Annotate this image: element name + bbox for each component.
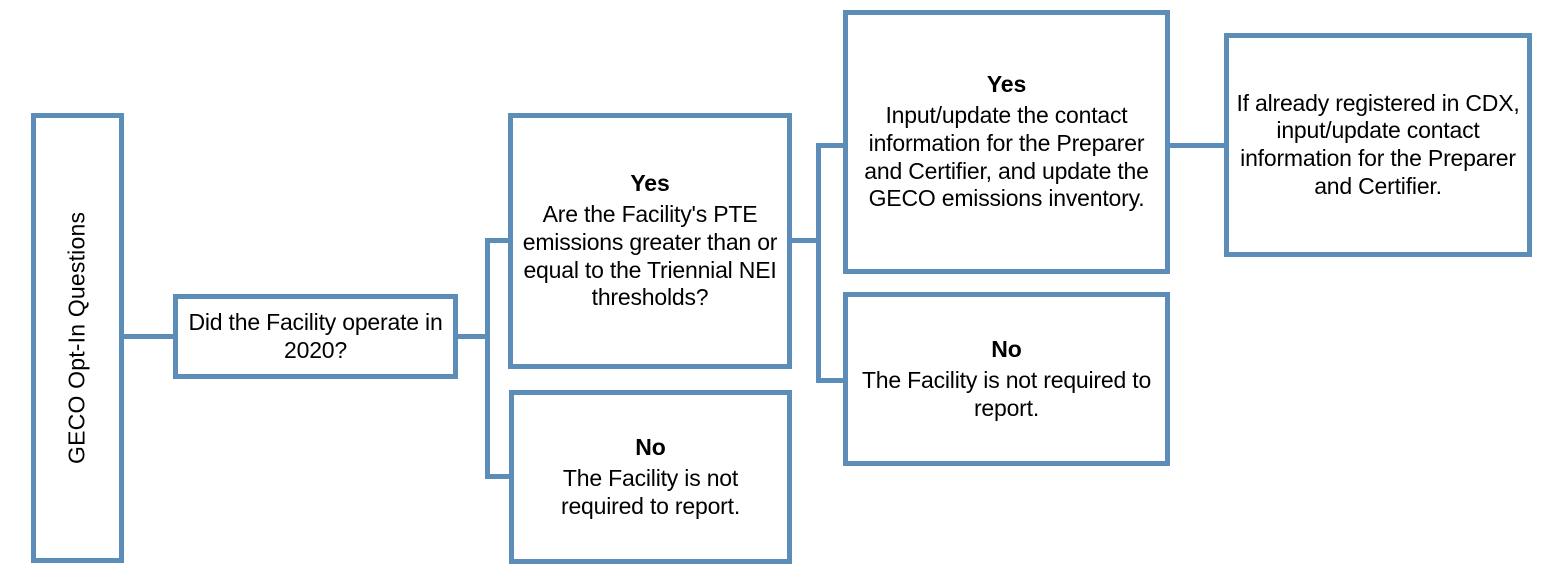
connector-operate-stem [456, 334, 490, 339]
node-input-update-contact-title: Yes [986, 71, 1027, 98]
node-geco-opt-in-questions[interactable]: GECO Opt-In Questions [31, 113, 124, 563]
node-did-facility-operate[interactable]: Did the Facility operate in 2020? [173, 294, 458, 379]
connector-contact-to-cdx [1168, 143, 1226, 148]
connector-operate-split-vertical [485, 238, 490, 479]
connector-questions-to-operate [124, 334, 176, 339]
node-geco-opt-in-questions-body: GECO Opt-In Questions [63, 211, 90, 465]
node-pte-emissions-question-body: Are the Facility's PTE emissions greater… [522, 201, 778, 311]
node-not-required-report-1[interactable]: No The Facility is not required to repor… [509, 390, 792, 564]
node-not-required-report-2-title: No [991, 335, 1022, 362]
node-pte-emissions-question-title: Yes [630, 170, 670, 197]
node-not-required-report-2[interactable]: No The Facility is not required to repor… [843, 292, 1170, 466]
connector-pte-to-no [816, 378, 846, 383]
node-not-required-report-1-title: No [635, 433, 666, 460]
node-did-facility-operate-body: Did the Facility operate in 2020? [188, 308, 443, 363]
node-input-update-contact[interactable]: Yes Input/update the contact information… [843, 10, 1170, 274]
node-not-required-report-2-body: The Facility is not required to report. [861, 366, 1152, 421]
connector-pte-split-vertical [816, 143, 821, 383]
connector-pte-to-yes [816, 143, 846, 148]
connector-operate-to-yes [485, 238, 511, 243]
node-cdx-registered[interactable]: If already registered in CDX, input/upda… [1224, 33, 1532, 257]
node-cdx-registered-body: If already registered in CDX, input/upda… [1236, 89, 1520, 199]
node-pte-emissions-question[interactable]: Yes Are the Facility's PTE emissions gre… [508, 113, 792, 369]
connector-pte-stem [789, 238, 821, 243]
node-not-required-report-1-body: The Facility is not required to report. [560, 464, 741, 519]
node-input-update-contact-body: Input/update the contact information for… [864, 102, 1149, 212]
connector-operate-to-no [485, 474, 511, 479]
